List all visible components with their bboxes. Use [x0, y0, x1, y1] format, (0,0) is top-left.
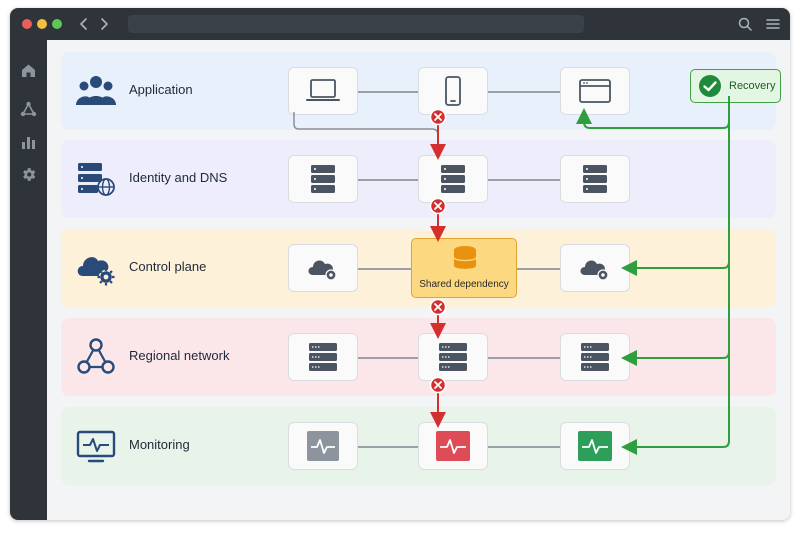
- shared-dependency-node[interactable]: Shared dependency: [411, 238, 517, 298]
- server-icon: [441, 165, 465, 193]
- shared-dependency-label: Shared dependency: [419, 279, 509, 290]
- node-monitor-recovered[interactable]: [560, 422, 630, 470]
- node-cloud-gear[interactable]: [288, 244, 358, 292]
- network-icon[interactable]: [20, 101, 37, 118]
- connector-line: [488, 446, 560, 448]
- connector-line: [488, 357, 560, 359]
- checkmark-icon: [699, 75, 721, 97]
- server-icon: [309, 343, 337, 371]
- browser-window: Application Identity and DNS: [10, 8, 790, 520]
- monitor-pulse-icon: [75, 426, 117, 466]
- maximize-window-button[interactable]: [52, 19, 62, 29]
- forward-icon[interactable]: [96, 14, 112, 34]
- connector-line: [358, 357, 418, 359]
- server-icon: [581, 343, 609, 371]
- node-laptop[interactable]: [288, 67, 358, 115]
- node-browser-window[interactable]: [560, 67, 630, 115]
- gear-icon[interactable]: [20, 166, 37, 183]
- database-icon: [453, 246, 477, 271]
- bar-chart-icon[interactable]: [20, 134, 37, 151]
- lane-regional-network: Regional network: [61, 318, 776, 396]
- users-icon: [75, 71, 117, 111]
- connector-line: [358, 268, 412, 270]
- lane-monitoring: Monitoring: [61, 407, 776, 485]
- node-server[interactable]: [288, 333, 358, 381]
- cloud-gear-icon: [308, 260, 337, 281]
- node-cloud-gear[interactable]: [560, 244, 630, 292]
- node-server[interactable]: [418, 155, 488, 203]
- network-icon: [75, 337, 117, 377]
- cloud-gear-icon: [580, 260, 609, 281]
- node-server[interactable]: [288, 155, 358, 203]
- node-smartphone[interactable]: [418, 67, 488, 115]
- connector-line: [358, 91, 418, 93]
- browser-window-icon: [579, 79, 611, 103]
- recovery-badge[interactable]: Recovery: [690, 69, 781, 103]
- lane-label: Identity and DNS: [129, 170, 228, 185]
- lane-label: Monitoring: [129, 437, 190, 452]
- server-icon: [583, 165, 607, 193]
- lane-application: Application: [61, 52, 776, 130]
- smartphone-icon: [445, 76, 461, 106]
- title-bar: [10, 8, 790, 40]
- connector-line: [488, 91, 560, 93]
- node-server[interactable]: [560, 155, 630, 203]
- server-icon: [311, 165, 335, 193]
- lane-label: Application: [129, 82, 193, 97]
- connector-line: [358, 446, 418, 448]
- address-bar[interactable]: [128, 15, 584, 33]
- lane-label: Regional network: [129, 348, 230, 363]
- node-monitor-failed[interactable]: [418, 422, 488, 470]
- laptop-icon: [306, 79, 340, 101]
- connector-line: [488, 179, 560, 181]
- diagram-canvas: Application Identity and DNS: [47, 40, 790, 520]
- node-server[interactable]: [560, 333, 630, 381]
- pulse-icon: [436, 431, 470, 461]
- lane-control-plane: Control plane Shared dependency: [61, 229, 776, 307]
- menu-icon[interactable]: [765, 16, 781, 32]
- back-icon[interactable]: [76, 14, 92, 34]
- pulse-icon: [578, 431, 612, 461]
- close-window-button[interactable]: [22, 19, 32, 29]
- sidebar: [10, 40, 47, 520]
- node-server[interactable]: [418, 333, 488, 381]
- node-monitor-gray[interactable]: [288, 422, 358, 470]
- lane-identity-dns: Identity and DNS: [61, 140, 776, 218]
- lane-label: Control plane: [129, 259, 207, 274]
- connector-line: [358, 179, 418, 181]
- server-icon: [439, 343, 467, 371]
- pulse-icon: [307, 431, 339, 461]
- connector-line: [516, 268, 560, 270]
- server-globe-icon: [75, 159, 117, 199]
- minimize-window-button[interactable]: [37, 19, 47, 29]
- recovery-label: Recovery: [729, 80, 776, 92]
- cloud-gear-icon: [75, 248, 117, 288]
- search-icon[interactable]: [737, 16, 753, 32]
- home-icon[interactable]: [20, 62, 37, 79]
